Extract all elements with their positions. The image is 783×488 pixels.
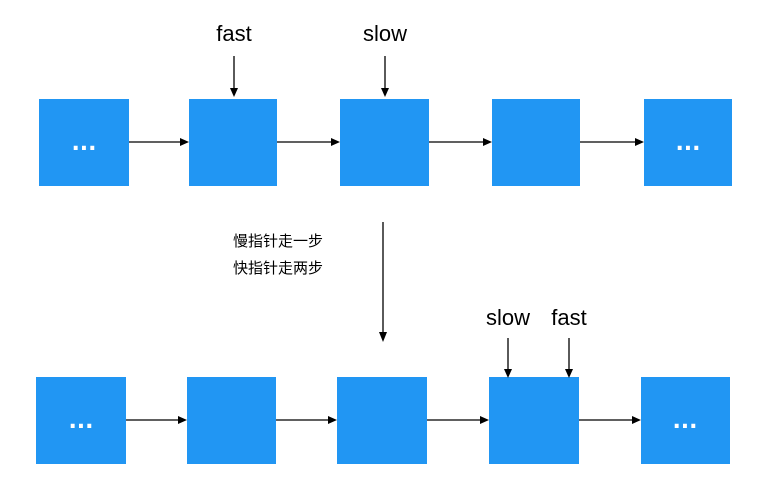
pointer-arrow-slow-after xyxy=(504,338,512,378)
row-before: ... ... fast slow xyxy=(39,21,732,186)
transition-down-arrow xyxy=(379,222,387,342)
node-before-0 xyxy=(39,99,129,186)
pointer-arrow-fast-before xyxy=(230,56,238,97)
step-note-fast: 快指针走两步 xyxy=(233,259,323,277)
link-arrow-before-1-2 xyxy=(277,138,340,146)
link-arrow-before-3-4 xyxy=(580,138,644,146)
node-after-3 xyxy=(489,377,579,464)
node-before-1 xyxy=(189,99,277,186)
step-note-slow: 慢指针走一步 xyxy=(233,232,323,250)
pointer-label-fast-after: fast xyxy=(551,305,586,330)
node-after-0-label: ... xyxy=(68,409,93,434)
node-before-0-label: ... xyxy=(71,131,96,156)
link-arrow-after-2-3 xyxy=(427,416,489,424)
node-before-2 xyxy=(340,99,429,186)
node-after-4-label: ... xyxy=(672,409,697,434)
node-before-3 xyxy=(492,99,580,186)
node-after-4 xyxy=(641,377,730,464)
link-arrow-after-0-1 xyxy=(126,416,187,424)
link-arrow-before-0-1 xyxy=(129,138,189,146)
pointer-label-slow-before: slow xyxy=(363,21,407,46)
link-arrow-after-3-4 xyxy=(579,416,641,424)
pointer-arrow-slow-before xyxy=(381,56,389,97)
node-after-0 xyxy=(36,377,126,464)
node-after-1 xyxy=(187,377,276,464)
node-before-4-label: ... xyxy=(675,131,700,156)
row-after: ... ... slow fast xyxy=(36,305,730,464)
pointer-arrow-fast-after xyxy=(565,338,573,378)
node-before-4 xyxy=(644,99,732,186)
link-arrow-after-1-2 xyxy=(276,416,337,424)
link-arrow-before-2-3 xyxy=(429,138,492,146)
pointer-label-fast-before: fast xyxy=(216,21,251,46)
step-transition: 慢指针走一步 快指针走两步 xyxy=(233,222,387,342)
pointer-label-slow-after: slow xyxy=(486,305,530,330)
node-after-2 xyxy=(337,377,427,464)
